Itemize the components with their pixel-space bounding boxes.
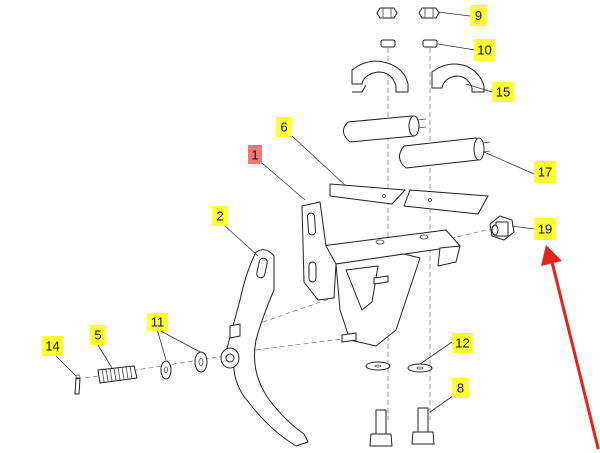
callout-10: 10 — [474, 39, 495, 61]
svg-text:9: 9 — [475, 8, 482, 23]
svg-text:6: 6 — [280, 120, 287, 135]
callout-17: 17 — [534, 161, 556, 183]
part-14-cotter-pin — [74, 374, 81, 395]
svg-text:8: 8 — [457, 381, 464, 396]
callout-12: 12 — [452, 333, 473, 353]
svg-text:19: 19 — [538, 222, 552, 237]
red-annotation-arrow — [541, 245, 600, 450]
svg-text:10: 10 — [477, 43, 491, 58]
callout-1: 1 — [248, 145, 262, 164]
part-8-bolts — [369, 407, 435, 447]
assembly-axis-lines — [84, 40, 496, 420]
callout-11: 11 — [147, 313, 168, 331]
callout-2: 2 — [212, 206, 228, 226]
svg-text:1: 1 — [251, 148, 258, 163]
part-10-washers — [380, 39, 438, 48]
callouts: 1 2 5 6 8 9 10 11 — [42, 5, 556, 398]
svg-text:15: 15 — [496, 85, 510, 100]
part-19-fitting — [489, 215, 515, 241]
callout-9: 9 — [470, 5, 487, 26]
svg-text:12: 12 — [455, 336, 469, 351]
part-11-washers — [160, 351, 208, 380]
leader-lines — [51, 11, 535, 413]
part-15-pipe-clamps — [351, 60, 485, 93]
callout-8: 8 — [452, 378, 469, 398]
callout-6: 6 — [276, 117, 292, 137]
part-1-main-bracket — [301, 201, 461, 347]
callout-5: 5 — [90, 325, 106, 345]
part-17-cylinders — [343, 115, 491, 169]
part-5-spring — [97, 365, 138, 384]
svg-text:11: 11 — [151, 315, 165, 330]
svg-text:14: 14 — [45, 339, 59, 354]
svg-text:2: 2 — [216, 209, 223, 224]
callout-14: 14 — [42, 336, 63, 356]
part-2-pedal-lever — [220, 249, 309, 447]
callout-15: 15 — [492, 82, 514, 102]
svg-text:5: 5 — [94, 328, 101, 343]
part-12-flat-washers — [365, 361, 433, 373]
svg-text:17: 17 — [538, 165, 552, 180]
part-6-rubber-pads — [329, 183, 489, 215]
part-9-hex-nuts — [376, 7, 440, 19]
callout-19: 19 — [534, 218, 556, 240]
